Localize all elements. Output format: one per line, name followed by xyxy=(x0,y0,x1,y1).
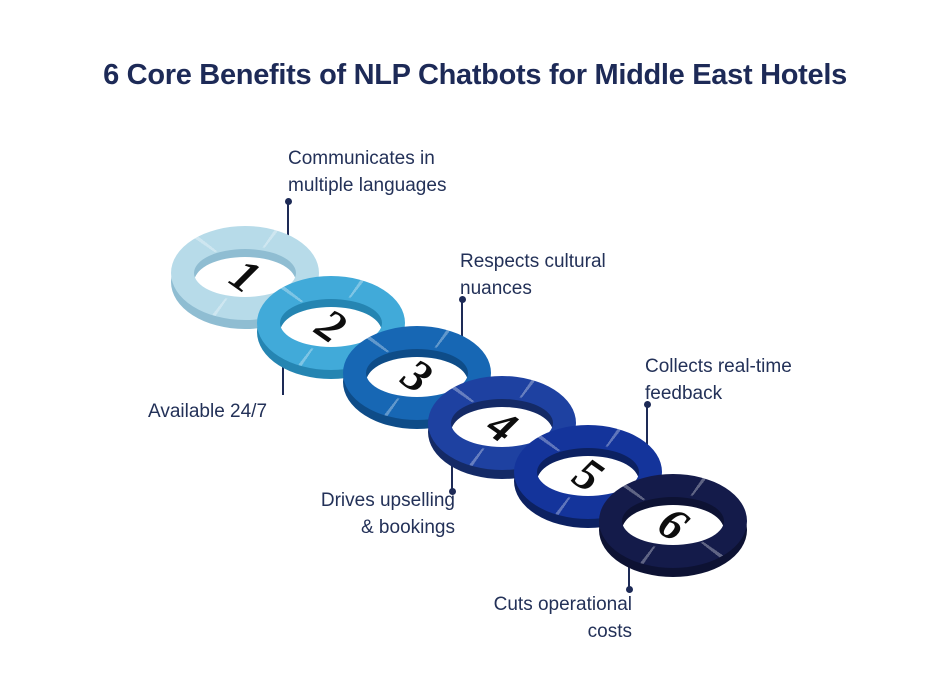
benefit-label-line: Cuts operational xyxy=(493,594,632,615)
benefit-label-line: feedback xyxy=(645,383,723,404)
benefit-label-5: Collects real-time feedback xyxy=(645,353,792,407)
connector-step-2 xyxy=(282,349,284,395)
benefit-label-line: Communicates in xyxy=(288,148,435,169)
ring-step-6: 6 xyxy=(599,474,747,577)
connector-dot xyxy=(643,401,651,408)
benefit-label-3: Respects cultural nuances xyxy=(460,248,606,302)
connector-step-3 xyxy=(458,296,466,352)
ring-seams xyxy=(599,474,747,568)
connector-dot xyxy=(284,198,292,205)
benefit-label-line: costs xyxy=(587,621,632,642)
benefit-label-1: Communicates in multiple languages xyxy=(288,145,446,199)
benefit-label-line: Respects cultural xyxy=(460,251,606,272)
connector-dot xyxy=(625,586,633,593)
benefit-label-6: Cuts operational costs xyxy=(494,591,632,645)
benefit-label-line: & bookings xyxy=(360,517,455,538)
benefit-label-2: Available 24/7 xyxy=(148,398,267,425)
connector-step-1 xyxy=(284,198,292,250)
benefit-label-line: multiple languages xyxy=(288,175,447,196)
benefit-label-line: Collects real-time xyxy=(645,356,792,377)
benefit-label-line: Drives upselling xyxy=(320,490,455,511)
page-title: 6 Core Benefits of NLP Chatbots for Midd… xyxy=(103,59,847,91)
connector-dot xyxy=(458,296,466,303)
benefit-label-line: nuances xyxy=(460,278,532,299)
connector-step-5 xyxy=(643,401,651,452)
benefit-label-line: Available 24/7 xyxy=(148,401,268,422)
connector-step-4 xyxy=(448,450,456,495)
connector-dot xyxy=(448,488,456,495)
benefit-label-4: Drives upselling & bookings xyxy=(321,487,455,541)
